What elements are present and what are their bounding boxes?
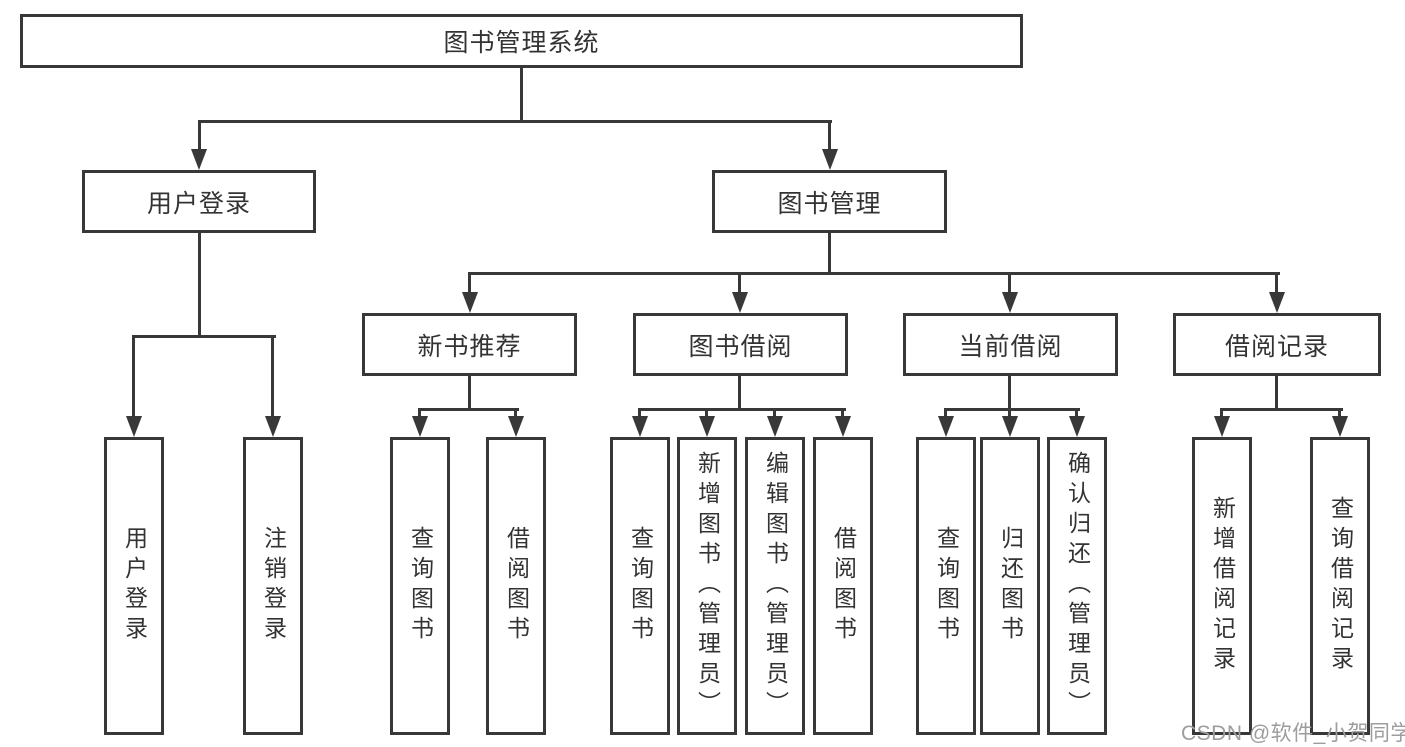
- leaf-cb-query-books: 查询图书: [916, 437, 976, 735]
- arrowhead-book-borrowing: [732, 292, 748, 313]
- connector-drop-bb-edit: [773, 408, 776, 418]
- arrowhead-bb-query: [632, 416, 648, 437]
- leaf-br-add-record: 新增借阅记录: [1192, 437, 1252, 735]
- connector-drop-book-management: [828, 120, 831, 154]
- arrowhead-borrowing-records: [1269, 292, 1285, 313]
- connector-bb-stem: [738, 376, 741, 408]
- connector-br-rail: [1220, 408, 1343, 411]
- node-user-login: 用户登录: [82, 170, 316, 233]
- connector-drop-current-borrowing: [1008, 272, 1011, 295]
- arrowhead-cb-query: [938, 416, 954, 437]
- node-new-book-recommendation: 新书推荐: [362, 313, 577, 376]
- connector-drop-borrowing-records: [1275, 272, 1278, 295]
- connector-nbr-rail: [418, 408, 519, 411]
- connector-drop-cb-query: [944, 408, 947, 418]
- arrowhead-book-management: [822, 149, 838, 170]
- leaf-br-query-record: 查询借阅记录: [1310, 437, 1370, 735]
- arrowhead-new-book-rec: [462, 292, 478, 313]
- connector-drop-bb-add: [705, 408, 708, 418]
- connector-nbr-stem: [468, 376, 471, 408]
- connector-user-login-rail: [132, 335, 276, 338]
- arrowhead-nbr-query: [412, 416, 428, 437]
- leaf-nbr-borrow-books: 借阅图书: [486, 437, 546, 735]
- connector-drop-nbr-query: [418, 408, 421, 418]
- connector-cb-rail: [944, 408, 1080, 411]
- arrowhead-br-query: [1332, 416, 1348, 437]
- connector-drop-nbr-borrow: [514, 408, 517, 418]
- leaf-bb-edit-books-admin: 编辑图书（管理员）: [745, 437, 805, 735]
- connector-bb-rail: [638, 408, 846, 411]
- leaf-bb-query-books: 查询图书: [610, 437, 670, 735]
- connector-root-stem: [520, 68, 523, 120]
- connector-drop-br-query: [1338, 408, 1341, 418]
- arrowhead-bb-add: [699, 416, 715, 437]
- node-book-borrowing: 图书借阅: [633, 313, 848, 376]
- connector-user-login-stem: [198, 233, 201, 335]
- leaf-bb-borrow-books: 借阅图书: [813, 437, 873, 735]
- arrowhead-nbr-borrow: [508, 416, 524, 437]
- connector-drop-bb-query: [638, 408, 641, 418]
- connector-drop-new-book-rec: [468, 272, 471, 295]
- leaf-logout-login: 注销登录: [243, 437, 303, 735]
- leaf-user-login: 用户登录: [104, 437, 164, 735]
- connector-drop-cb-confirm: [1075, 408, 1078, 418]
- arrowhead-br-add: [1214, 416, 1230, 437]
- connector-book-management-stem: [828, 233, 831, 275]
- arrowhead-bb-borrow: [835, 416, 851, 437]
- node-current-borrowing: 当前借阅: [903, 313, 1118, 376]
- arrowhead-user-login: [191, 149, 207, 170]
- connector-drop-br-add: [1220, 408, 1223, 418]
- node-borrowing-records: 借阅记录: [1173, 313, 1381, 376]
- node-book-management: 图书管理: [712, 170, 947, 233]
- arrowhead-cb-confirm: [1069, 416, 1085, 437]
- connector-book-management-rail: [468, 272, 1280, 275]
- leaf-cb-return-books: 归还图书: [980, 437, 1040, 735]
- watermark-csdn: CSDN @软件_小贺同学: [1181, 722, 1405, 745]
- node-library-management-system: 图书管理系统: [20, 14, 1023, 68]
- arrowhead-leaf-logout: [265, 416, 281, 437]
- connector-cb-stem: [1008, 376, 1011, 408]
- connector-drop-leaf-logout: [271, 335, 274, 417]
- connector-root-rail: [198, 120, 832, 123]
- connector-drop-leaf-user-login: [132, 335, 135, 417]
- connector-drop-bb-borrow: [841, 408, 844, 418]
- leaf-bb-add-books-admin: 新增图书（管理员）: [677, 437, 737, 735]
- connector-drop-user-login: [198, 120, 201, 154]
- leaf-cb-confirm-return-admin: 确认归还（管理员）: [1047, 437, 1107, 735]
- connector-drop-cb-return: [1008, 408, 1011, 418]
- arrowhead-current-borrowing: [1002, 292, 1018, 313]
- connector-br-stem: [1275, 376, 1278, 408]
- arrowhead-cb-return: [1002, 416, 1018, 437]
- connector-drop-book-borrowing: [738, 272, 741, 295]
- leaf-nbr-query-books: 查询图书: [390, 437, 450, 735]
- arrowhead-bb-edit: [767, 416, 783, 437]
- arrowhead-leaf-user-login: [126, 416, 142, 437]
